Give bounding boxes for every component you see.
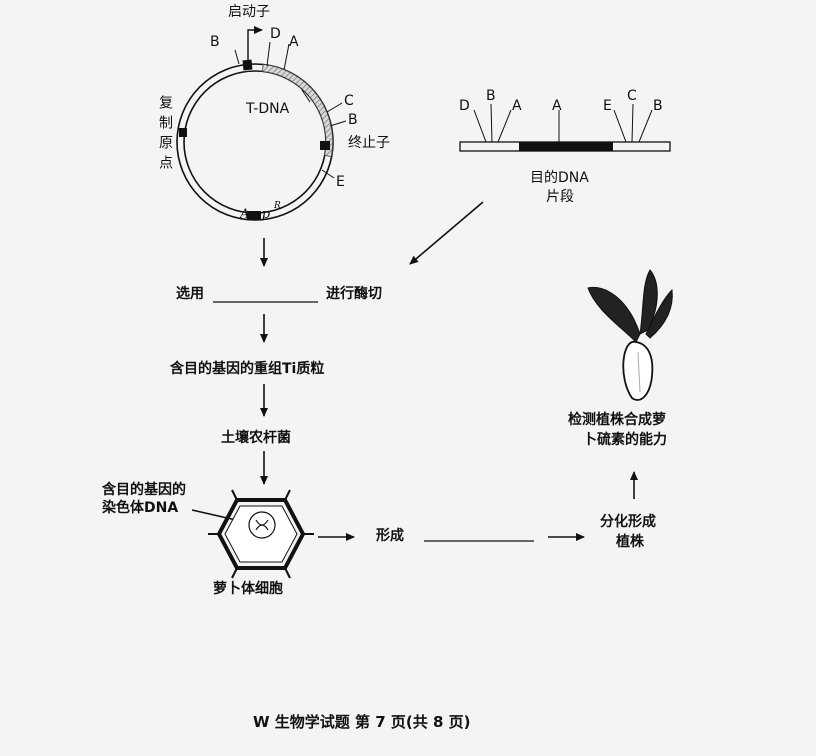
plasmid-site-b-right: B xyxy=(348,112,358,128)
form-label: 形成 xyxy=(376,528,404,544)
origin-label: 复制原点 xyxy=(157,95,173,175)
target-gene-block xyxy=(519,142,613,151)
amp-label: Amp xyxy=(240,207,271,222)
fragment-site-d: D xyxy=(459,98,470,114)
plasmid-site-b-left: B xyxy=(210,34,220,50)
fragment-label-line2: 片段 xyxy=(546,189,574,205)
plasmid-site-d: D xyxy=(270,26,281,42)
cell-dna-line2: 染色体DNA xyxy=(102,500,179,516)
amp-block xyxy=(247,211,261,220)
terminator-label: 终止子 xyxy=(348,135,390,151)
fragment-site-a2: A xyxy=(552,98,562,114)
plasmid-site-e: E xyxy=(336,174,345,190)
differentiate-line2: 植株 xyxy=(616,534,644,550)
agrobacterium-label: 土壤农杆菌 xyxy=(221,430,291,446)
detect-line1: 检测植株合成萝 xyxy=(568,412,666,428)
promoter-label: 启动子 xyxy=(228,4,270,20)
nucleus xyxy=(248,511,276,539)
fragment-site-b1: B xyxy=(486,88,496,104)
plasmid-ring xyxy=(176,59,334,221)
page-footer: W 生物学试题 第 7 页(共 8 页) xyxy=(253,713,471,731)
fragment-site-a1: A xyxy=(512,98,522,114)
tdna-region xyxy=(261,63,334,158)
radish-cell xyxy=(208,489,314,579)
terminator-block xyxy=(320,141,330,150)
fragment-label-line1: 目的DNA xyxy=(530,170,589,186)
detect-line2: 卜硫素的能力 xyxy=(583,432,667,448)
plasmid-site-a: A xyxy=(289,34,299,50)
select-suffix: 进行酶切 xyxy=(326,286,382,302)
plasmid-site-c: C xyxy=(344,93,354,109)
fragment-site-c: C xyxy=(627,88,637,104)
tdna-label: T-DNA xyxy=(246,101,290,117)
select-prefix: 选用 xyxy=(176,286,204,302)
plasmid-site-lines xyxy=(234,41,347,179)
promoter-block xyxy=(242,59,253,71)
radish-cell-label: 萝卜体细胞 xyxy=(213,581,283,597)
recombinant-plasmid-label: 含目的基因的重组Ti质粒 xyxy=(170,361,325,377)
differentiate-line1: 分化形成 xyxy=(600,514,656,530)
origin-block xyxy=(179,128,187,137)
cell-dna-line1: 含目的基因的 xyxy=(102,482,186,498)
fragment-site-e: E xyxy=(603,98,612,114)
radish-plant xyxy=(587,269,673,401)
fragment-site-b2: B xyxy=(653,98,663,114)
amp-superscript: R xyxy=(274,201,281,211)
dna-fragment xyxy=(459,103,671,152)
promoter-arrow xyxy=(247,26,263,60)
